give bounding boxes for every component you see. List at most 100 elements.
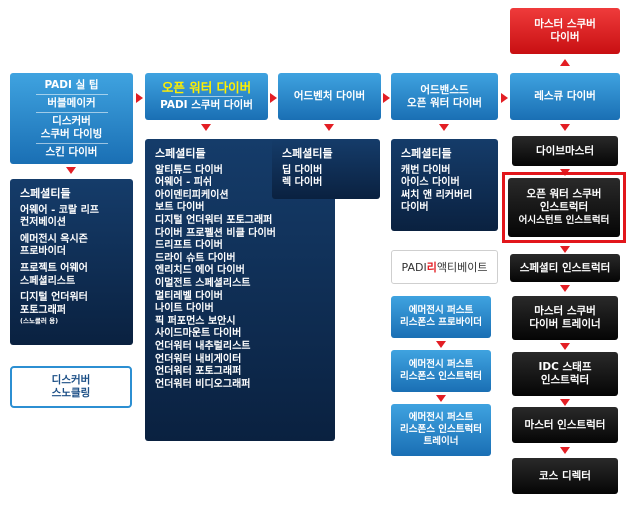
specialty-item: 프로젝트 어웨어 xyxy=(20,262,88,274)
specialties-title: 스페셜티들 xyxy=(282,147,333,160)
logo-re-text: 리 xyxy=(426,261,437,274)
entry-programs-box[interactable]: PADI 실 팁 버블메이커 디스커버 스쿠버 다이빙 스킨 다이버 xyxy=(10,73,133,164)
owsi-box[interactable]: 오픈 워터 스쿠버 인스트럭터 어시스턴트 인스트럭터 xyxy=(508,178,620,237)
efr-line: 리스폰스 인스트럭터 xyxy=(400,424,482,435)
arrow-down-icon xyxy=(560,246,570,253)
arrow-down-icon xyxy=(439,124,449,131)
specialties-title: 스페셜티들 xyxy=(401,147,452,160)
separator xyxy=(35,111,108,113)
advanced-line: 오픈 워터 다이버 xyxy=(407,96,482,109)
efr-line: 리스폰스 인스트럭터 xyxy=(400,371,482,382)
specialty-item: 디지털 언더워터 포토그래퍼 xyxy=(155,214,273,226)
specialty-item: 어웨어 - 코랄 리프 xyxy=(20,204,99,216)
efr-line: 에머전시 퍼스트 xyxy=(408,305,474,316)
rescue-diver-label: 레스큐 다이버 xyxy=(534,90,596,102)
specialty-item: 나이트 다이버 xyxy=(155,303,214,315)
specialties-title: 스페셜티들 xyxy=(155,147,206,160)
highlight-frame xyxy=(502,172,626,243)
owsi-line: 인스트럭터 xyxy=(539,201,589,213)
discover-snorkeling-box[interactable]: 디스커버 스노클링 xyxy=(10,366,132,408)
padi-reactivate-logo[interactable]: PADI 리 액티베이트 xyxy=(391,250,498,284)
arrow-right-icon xyxy=(383,93,390,103)
col1-specialties-box[interactable]: 스페셜티들 어웨어 - 코랄 리프 컨저베이션 에머전시 옥시즌 프로바이더 프… xyxy=(10,179,133,345)
advanced-open-water-box[interactable]: 어드밴스드 오픈 워터 다이버 xyxy=(391,73,498,120)
efr-line: 리스폰스 프로바이더 xyxy=(400,317,482,328)
arrow-down-icon xyxy=(560,285,570,292)
arrow-down-icon xyxy=(436,395,446,402)
specialty-item: 멀티레벨 다이버 xyxy=(155,290,223,302)
specialty-item: 언더워터 내추럴리스트 xyxy=(155,340,251,352)
specialty-item: 캐번 다이버 xyxy=(401,164,451,176)
msdt-line: 마스터 스쿠버 xyxy=(534,305,596,317)
divemaster-box[interactable]: 다이브마스터 xyxy=(512,136,618,166)
efr-line: 에머전시 퍼스트 xyxy=(408,412,474,423)
specialty-item: 언더워터 내비게이터 xyxy=(155,353,242,365)
open-water-diver-box[interactable]: 오픈 워터 다이버 PADI 스쿠버 다이버 xyxy=(145,73,268,120)
discover-snorkeling-line: 디스커버 xyxy=(51,374,91,386)
scuba-diver-subtitle: PADI 스쿠버 다이버 xyxy=(160,99,253,111)
specialty-item: 프로바이더 xyxy=(20,246,66,258)
efr-line: 트레이너 xyxy=(423,436,459,447)
arrow-down-icon xyxy=(324,124,334,131)
idc-staff-box[interactable]: IDC 스태프 인스트럭터 xyxy=(512,352,618,396)
arrow-down-icon xyxy=(436,341,446,348)
master-instructor-box[interactable]: 마스터 인스트럭터 xyxy=(512,407,618,443)
entry-line-bubblemaker: 버블메이커 xyxy=(47,96,96,109)
divemaster-label: 다이브마스터 xyxy=(536,144,594,157)
specialty-item: 언더워터 비디오그래퍼 xyxy=(155,378,251,390)
arrow-up-icon xyxy=(560,59,570,66)
efr-provider-box[interactable]: 에머전시 퍼스트 리스폰스 프로바이더 xyxy=(391,296,491,338)
owsi-line: 오픈 워터 스쿠버 xyxy=(526,188,602,200)
specialty-item: 드리프트 다이버 xyxy=(155,240,223,252)
master-scuba-line: 마스터 스쿠버 xyxy=(534,18,596,30)
specialty-item: 다이버 프로펠션 비클 다이버 xyxy=(155,227,276,239)
master-scuba-diver-box[interactable]: 마스터 스쿠버 다이버 xyxy=(510,8,620,54)
adventure-diver-box[interactable]: 어드벤처 다이버 xyxy=(278,73,381,120)
open-water-diver-title: 오픈 워터 다이버 xyxy=(161,80,252,95)
col4-specialties-box[interactable]: 스페셜티들 캐번 다이버 아이스 다이버 써치 앤 리커버리 다이버 xyxy=(391,139,498,231)
specialty-item: 디지털 언더워터 xyxy=(20,292,88,304)
arrow-down-icon xyxy=(560,343,570,350)
specialty-item: 어웨어 - 피쉬 xyxy=(155,177,213,189)
specialty-item: 언더워터 포토그래퍼 xyxy=(155,366,242,378)
rescue-diver-box[interactable]: 레스큐 다이버 xyxy=(510,73,620,120)
msdt-box[interactable]: 마스터 스쿠버 다이버 트레이너 xyxy=(512,296,618,340)
separator xyxy=(35,142,108,144)
arrow-down-icon xyxy=(201,124,211,131)
assistant-instructor-line: 어시스턴트 인스트럭터 xyxy=(518,215,610,226)
arrow-down-icon xyxy=(66,167,76,174)
msdt-line: 다이버 트레이너 xyxy=(529,318,601,330)
specialty-item: 스페셜리스트 xyxy=(20,275,76,287)
specialty-item: 아이덴티피케이션 xyxy=(155,189,229,201)
specialty-item: 컨저베이션 xyxy=(20,217,66,229)
efr-instructor-trainer-box[interactable]: 에머전시 퍼스트 리스폰스 인스트럭터 트레이너 xyxy=(391,404,491,456)
efr-instructor-box[interactable]: 에머전시 퍼스트 리스폰스 인스트럭터 xyxy=(391,350,491,392)
efr-line: 에머전시 퍼스트 xyxy=(408,359,474,370)
entry-line-skin-diver: 스킨 다이버 xyxy=(45,145,98,158)
entry-line-scuba-diving: 스쿠버 다이빙 xyxy=(40,127,103,140)
specialty-item: 픽 퍼포먼스 보안시 xyxy=(155,315,236,327)
logo-activate-text: 액티베이트 xyxy=(436,261,488,274)
specialty-item: 알티튜드 다이버 xyxy=(155,164,223,176)
specialty-instructor-box[interactable]: 스페셜티 인스트럭터 xyxy=(510,254,620,282)
arrow-down-icon xyxy=(560,399,570,406)
idc-line: IDC 스태프 xyxy=(538,361,592,373)
specialty-item: 딥 다이버 xyxy=(282,164,323,176)
master-scuba-line: 다이버 xyxy=(550,31,580,43)
specialty-item: 사이드마운트 다이버 xyxy=(155,328,242,340)
specialty-item: 써치 앤 리커버리 xyxy=(401,189,473,201)
arrow-down-icon xyxy=(560,124,570,131)
idc-line: 인스트럭터 xyxy=(540,374,590,386)
specialty-item: 보트 다이버 xyxy=(155,202,205,214)
entry-line-seal-team: PADI 실 팁 xyxy=(44,78,99,91)
specialty-instructor-label: 스페셜티 인스트럭터 xyxy=(519,261,611,274)
specialty-item: 에머전시 옥시즌 xyxy=(20,233,88,245)
col3-specialties-box[interactable]: 스페셜티들 딥 다이버 렉 다이버 xyxy=(272,139,380,199)
separator xyxy=(35,93,108,95)
specialty-item: 아이스 다이버 xyxy=(401,177,460,189)
course-director-box[interactable]: 코스 디렉터 xyxy=(512,458,618,494)
specialty-item: 포토그래퍼 xyxy=(20,304,66,316)
arrow-down-icon xyxy=(560,447,570,454)
arrow-right-icon xyxy=(270,93,277,103)
entry-line-discover: 디스커버 xyxy=(52,114,91,127)
